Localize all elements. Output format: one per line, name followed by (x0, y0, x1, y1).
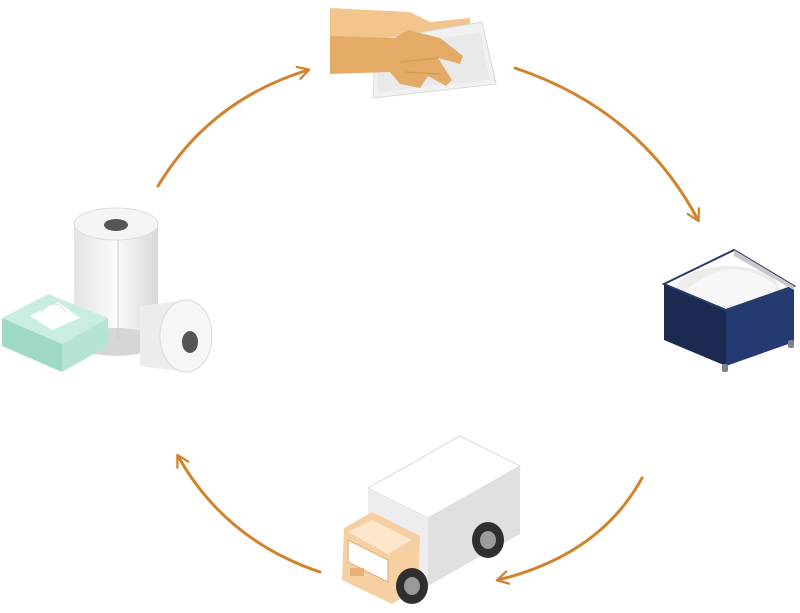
arrow-hand-to-bin (513, 66, 700, 223)
arrow-products-to-hand (156, 65, 311, 188)
tissue-box (2, 294, 108, 372)
arrow-bin-to-truck (495, 476, 644, 585)
hand-with-paper-towel-icon (330, 8, 497, 99)
delivery-truck-icon (342, 435, 522, 604)
cycle-arrows (156, 65, 700, 585)
collection-bin-icon (661, 248, 797, 372)
arrow-truck-to-products (176, 453, 322, 574)
tissue-and-paper-rolls-icon (2, 207, 213, 373)
toilet-roll (140, 299, 213, 373)
